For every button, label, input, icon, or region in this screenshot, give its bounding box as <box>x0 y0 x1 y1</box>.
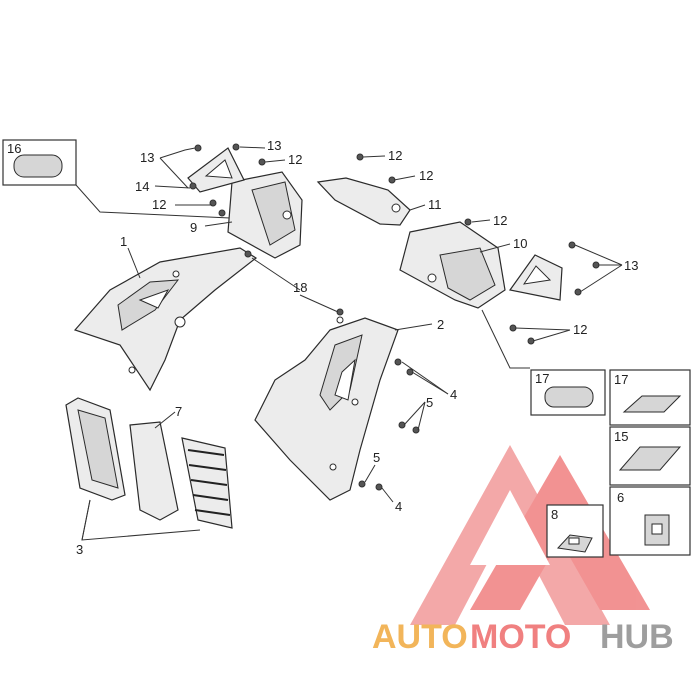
callout-4-lower: 4 <box>395 499 402 514</box>
callout-17-top: 16 <box>7 141 21 156</box>
callout-14: 14 <box>135 179 149 194</box>
callout-16: 17 <box>614 372 628 387</box>
callout-12-b: 12 <box>388 148 402 163</box>
callout-7: 7 <box>175 404 182 419</box>
callout-box-15: 15 <box>609 426 691 486</box>
callout-15: 15 <box>614 429 628 444</box>
callout-13-a: 13 <box>140 150 154 165</box>
callout-5-lower: 5 <box>373 450 380 465</box>
callout-3: 3 <box>76 542 83 557</box>
part-bracket-9 <box>187 147 303 259</box>
bolts-10 <box>356 153 600 345</box>
callout-box-17-right: 17 <box>530 369 606 416</box>
part-pin-18 <box>244 250 344 316</box>
callout-box-17-top: 16 <box>2 139 77 186</box>
callout-labels: 1 2 3 4 4 5 5 7 9 10 11 12 12 12 12 12 1… <box>76 138 638 557</box>
callout-2: 2 <box>437 317 444 332</box>
part-side-fairing-2 <box>254 316 399 501</box>
watermark-moto: MOTO <box>470 618 571 656</box>
leader-lines <box>81 146 623 541</box>
callout-9: 9 <box>190 220 197 235</box>
callout-11: 11 <box>428 197 442 212</box>
part-radiator-shroud-3 <box>65 397 233 529</box>
callout-12-c: 12 <box>419 168 433 183</box>
part-cover-11 <box>316 177 411 226</box>
bolts-9 <box>189 143 266 217</box>
callout-box-16: 17 <box>609 369 691 426</box>
callout-10: 10 <box>513 236 527 251</box>
part-side-fairing-1 <box>73 247 258 392</box>
callout-18: 18 <box>293 280 307 295</box>
callout-13-b: 13 <box>267 138 281 153</box>
callout-12-f: 12 <box>573 322 587 337</box>
callout-box-6: 6 <box>609 486 691 556</box>
callout-13-c: 13 <box>624 258 638 273</box>
watermark-hub: HUB <box>600 618 674 656</box>
callout-12-a: 12 <box>288 152 302 167</box>
watermark-text: AUTO MOTO HUB <box>372 618 674 656</box>
callout-8: 8 <box>551 507 558 522</box>
callout-12-e: 12 <box>493 213 507 228</box>
callout-17-right: 17 <box>535 371 549 386</box>
callout-4-upper: 4 <box>450 387 457 402</box>
callout-6: 6 <box>617 490 624 505</box>
part-bracket-10 <box>399 221 563 309</box>
callout-1: 1 <box>120 234 127 249</box>
callout-12-d: 12 <box>152 197 166 212</box>
callout-5-upper: 5 <box>426 395 433 410</box>
callout-box-8: 8 <box>546 504 604 558</box>
watermark-auto: AUTO <box>372 618 468 656</box>
fasteners-4-5 <box>358 358 420 491</box>
